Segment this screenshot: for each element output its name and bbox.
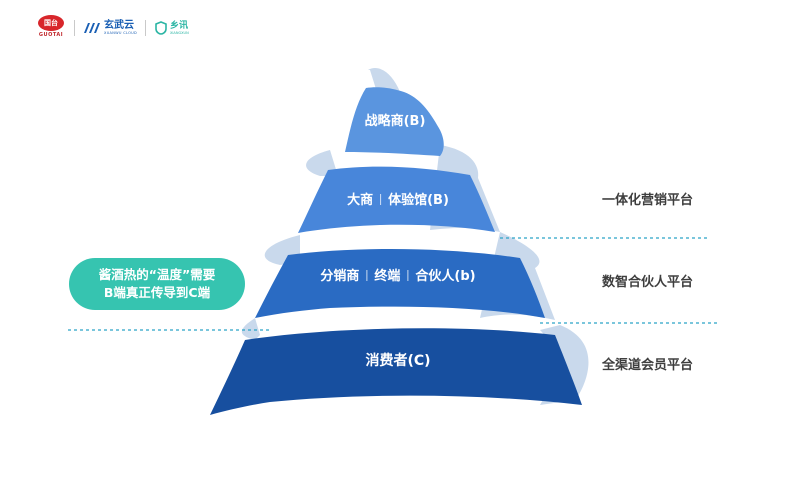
tier-separator: [407, 270, 409, 281]
platform-label-2: 数智合伙人平台: [602, 275, 694, 290]
tier-segment: 分销商: [320, 269, 360, 284]
platform-label-1: 一体化营销平台: [602, 193, 694, 208]
tier-2-label: 大商体验馆(B): [347, 189, 449, 208]
tier-3-band: [255, 248, 545, 318]
guotai-badge: 国台: [38, 15, 64, 31]
tier-segment: 合伙人(b): [415, 269, 476, 284]
tier-segment: 终端: [374, 269, 401, 284]
tier-segment: 大商: [347, 193, 374, 208]
xuanwu-sub: XUANWU CLOUD: [104, 31, 137, 35]
xiangxun-name: 乡讯: [170, 20, 189, 31]
tier-1-label: 战略商(B): [365, 110, 426, 129]
platform-label-3: 全渠道会员平台: [602, 358, 694, 373]
guotai-sub: GUOTAI: [38, 32, 64, 38]
logo-separator-2: [145, 20, 146, 36]
tier-separator: [366, 270, 368, 281]
tier-1-band: [345, 87, 444, 156]
xiangxun-sub: XIANGXUN: [170, 30, 189, 35]
tier-4-band: [210, 328, 582, 415]
callout-pill: 酱酒热的“温度”需要 B端真正传导到C端: [69, 258, 245, 310]
tier-segment: 战略商(B): [364, 114, 426, 129]
tier-4-label: 消费者(C): [365, 350, 430, 370]
callout-line-1: 酱酒热的“温度”需要: [98, 267, 216, 282]
header-logos: 国台 GUOTAI 玄武云 XUANWU CLOUD 乡讯 XIANGXUN: [36, 14, 189, 42]
tier-segment: 体验馆(B): [388, 193, 449, 208]
callout-line-2: B端真正传导到C端: [103, 285, 211, 300]
ribbon-back-left-1: [306, 150, 338, 176]
xuanwu-name: 玄武云: [104, 20, 134, 31]
xuanwu-mark-icon: [84, 23, 100, 33]
tier-segment: 消费者(C): [365, 353, 431, 369]
xuanwu-logo: 玄武云 XUANWU CLOUD: [83, 20, 137, 36]
guotai-logo: 国台 GUOTAI: [36, 15, 66, 41]
tier-3-label: 分销商终端合伙人(b): [320, 265, 475, 284]
ribbon-back-left-3: [241, 318, 260, 340]
logo-separator: [74, 20, 75, 36]
tier-separator: [380, 194, 382, 205]
xiangxun-mark-icon: [155, 21, 167, 35]
tier-2-band: [298, 166, 495, 233]
xiangxun-logo: 乡讯 XIANGXUN: [154, 21, 189, 36]
